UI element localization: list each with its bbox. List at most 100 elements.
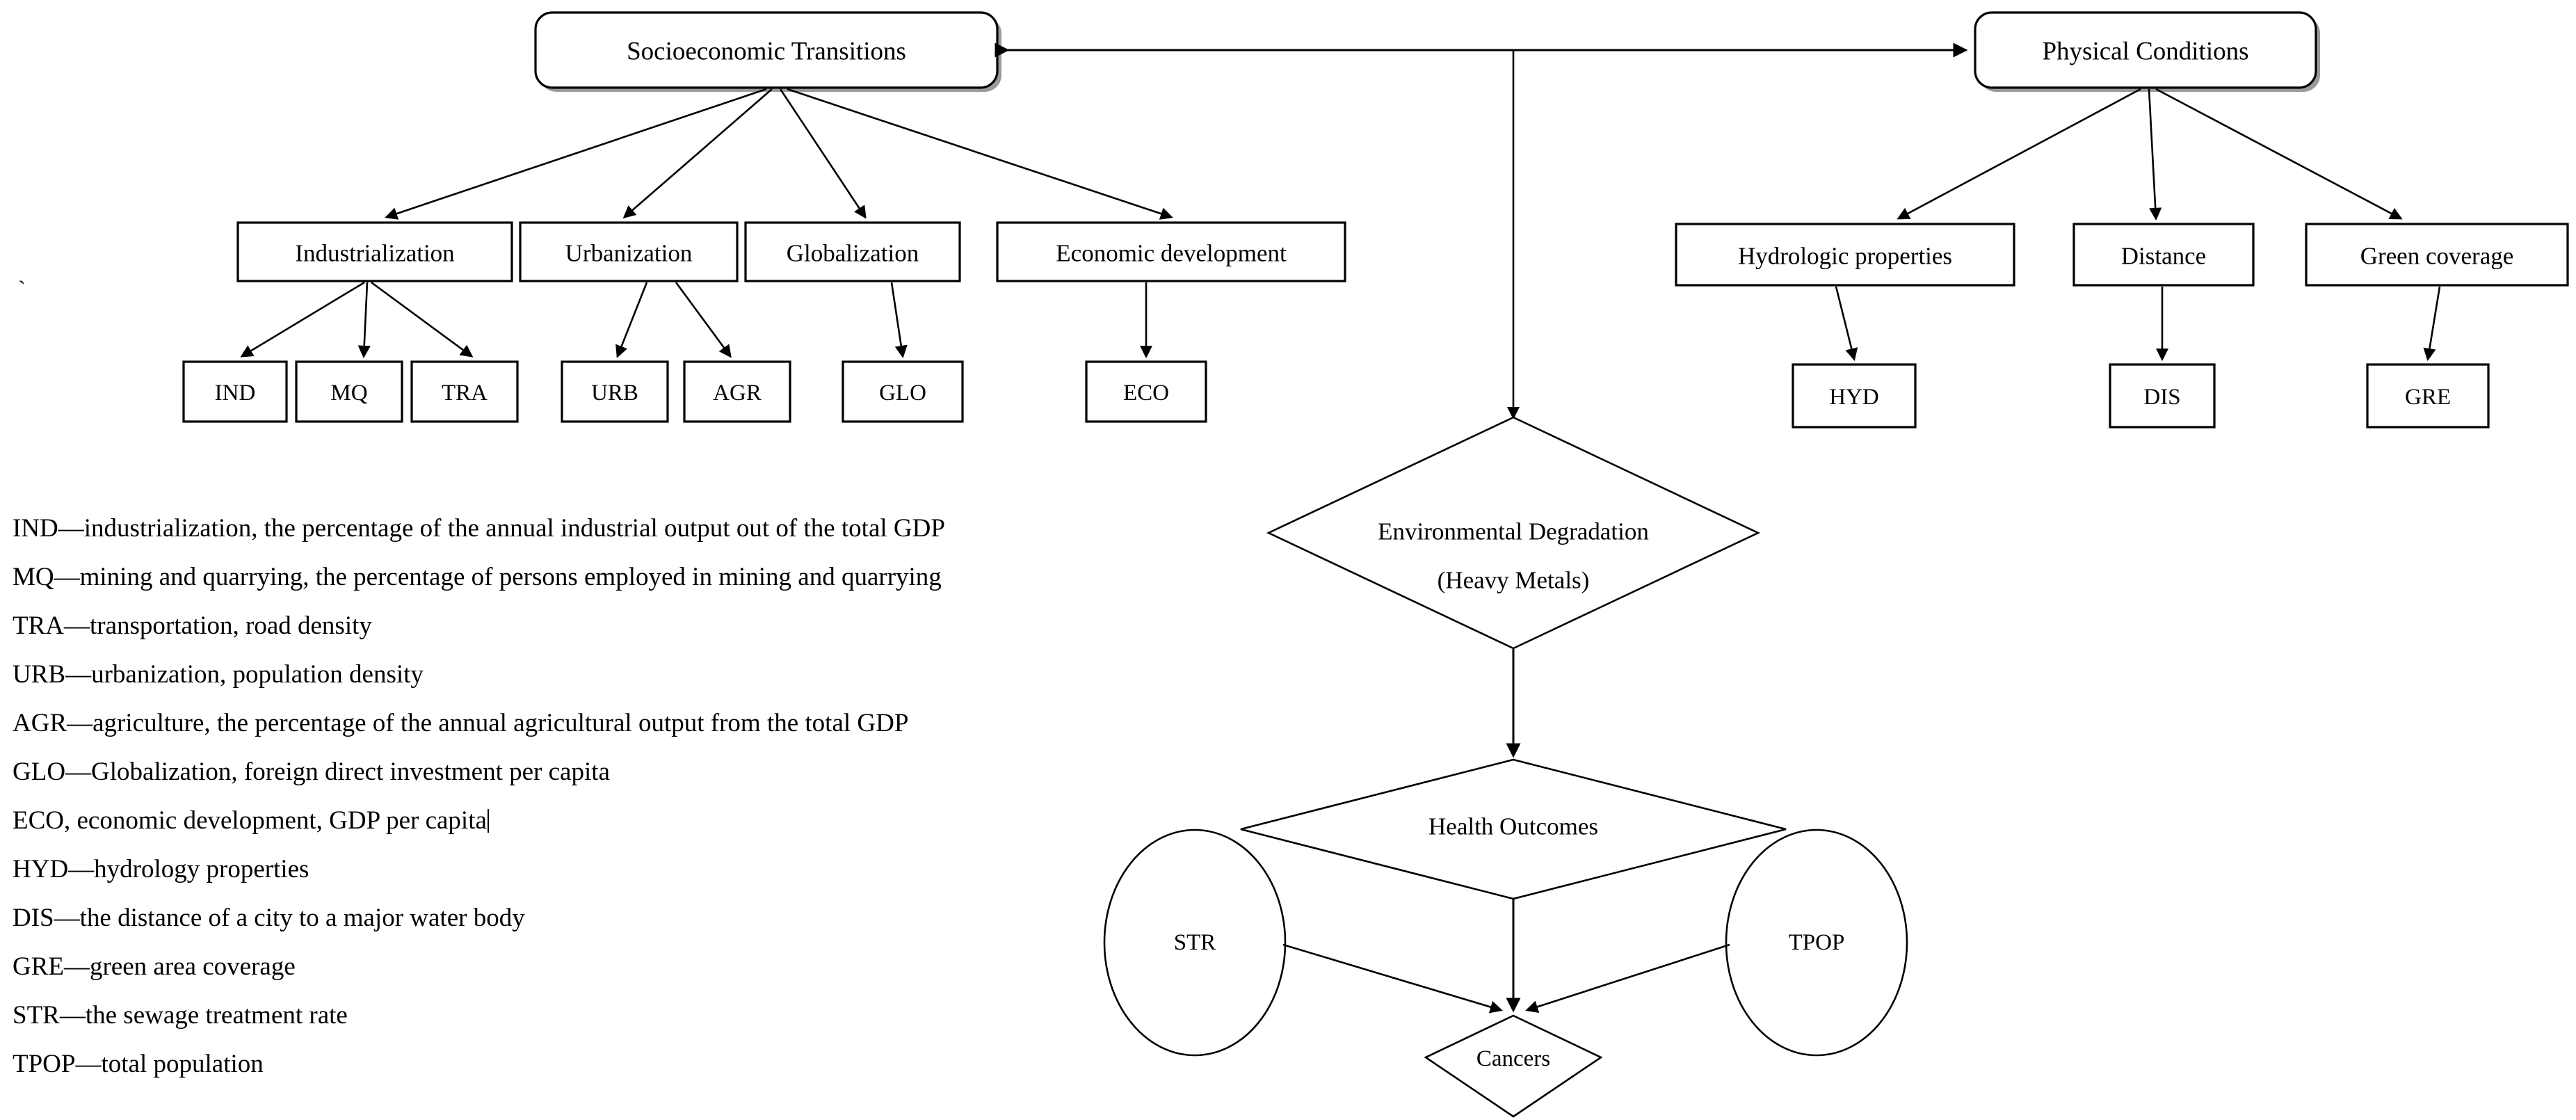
node-eco[interactable]: ECO — [1085, 360, 1207, 423]
node-mq[interactable]: MQ — [295, 360, 403, 423]
node-health-outcomes[interactable]: Health Outcomes — [1240, 758, 1787, 900]
node-hyd[interactable]: HYD — [1792, 363, 1917, 429]
green-coverage-label: Green coverage — [2360, 243, 2514, 270]
edge-physical-distance — [2148, 88, 2162, 221]
node-dis[interactable]: DIS — [2109, 363, 2216, 429]
physical-conditions-box — [1974, 11, 2317, 89]
globalization-label: Globalization — [787, 240, 919, 267]
legend-line: TRA—transportation, road density — [13, 611, 372, 640]
economic-development-box — [996, 221, 1346, 282]
node-industrialization[interactable]: Industrialization — [236, 221, 513, 282]
urbanization-label: Urbanization — [565, 240, 693, 267]
legend-line: IND—industrialization, the percentage of… — [13, 514, 945, 543]
node-distance[interactable]: Distance — [2072, 223, 2255, 287]
gre-box — [2366, 363, 2490, 429]
edge-socio-economic-development — [787, 88, 1173, 220]
edge-socio-urbanization — [622, 88, 773, 218]
node-physical-conditions[interactable]: Physical Conditions — [1974, 11, 2320, 92]
legend-line: TPOP—total population — [13, 1050, 264, 1078]
urbanization-box — [519, 221, 739, 282]
legend-line: URB—urbanization, population density — [13, 660, 424, 689]
physical-conditions-label: Physical Conditions — [2042, 38, 2248, 66]
tpop-ellipse — [1725, 829, 1908, 1057]
edge-physical-hydrologic — [1897, 88, 2141, 220]
eco-box — [1085, 360, 1207, 423]
tra-box — [410, 360, 519, 423]
urb-label: URB — [591, 381, 638, 406]
legend-line-text: ECO, economic development, GDP per capit… — [13, 806, 487, 835]
glo-box — [842, 360, 964, 423]
dis-box — [2109, 363, 2216, 429]
hyd-label: HYD — [1829, 385, 1879, 410]
cancers-diamond — [1424, 1014, 1603, 1118]
node-environmental-degradation[interactable]: Environmental Degradation (Heavy Metals) — [1266, 416, 1761, 650]
node-socioeconomic-transitions[interactable]: Socioeconomic Transitions — [534, 11, 1001, 92]
node-economic-development[interactable]: Economic development — [996, 221, 1346, 282]
edge-industrialization-tra — [371, 281, 474, 358]
cancers-label: Cancers — [1476, 1046, 1550, 1071]
edge-socio-industrialization — [385, 88, 767, 220]
node-agr[interactable]: AGR — [683, 360, 791, 423]
node-glo[interactable]: GLO — [842, 360, 964, 423]
str-label: STR — [1174, 930, 1216, 955]
legend-line-with-caret: ECO, economic development, GDP per capit… — [13, 797, 1278, 845]
node-gre[interactable]: GRE — [2366, 363, 2490, 429]
eco-label: ECO — [1123, 381, 1169, 406]
distance-label: Distance — [2121, 243, 2206, 270]
hyd-box — [1792, 363, 1917, 429]
legend-line: DIS—the distance of a city to a major wa… — [13, 904, 525, 932]
ind-box — [182, 360, 288, 423]
economic-development-label: Economic development — [1056, 240, 1287, 267]
node-hydrologic-properties[interactable]: Hydrologic properties — [1675, 223, 2015, 287]
industrialization-label: Industrialization — [295, 240, 454, 267]
environmental-degradation-label-line1: Environmental Degradation — [1378, 518, 1649, 545]
agr-label: AGR — [713, 381, 762, 406]
mq-label: MQ — [330, 381, 367, 406]
environmental-degradation-label-line2: (Heavy Metals) — [1438, 567, 1590, 594]
gre-label: GRE — [2405, 385, 2451, 410]
node-cancers[interactable]: Cancers — [1424, 1014, 1603, 1118]
edge-urbanization-urb — [615, 282, 648, 358]
green-coverage-box — [2305, 223, 2569, 287]
node-tpop[interactable]: TPOP — [1725, 829, 1908, 1057]
legend-line: GLO—Globalization, foreign direct invest… — [13, 758, 610, 786]
node-urb[interactable]: URB — [561, 360, 669, 423]
node-globalization[interactable]: Globalization — [744, 221, 961, 282]
abbreviation-legend: IND—industrialization, the percentage of… — [13, 504, 1278, 1089]
industrialization-box — [236, 221, 513, 282]
globalization-box — [744, 221, 961, 282]
node-str[interactable]: STR — [1103, 829, 1287, 1057]
distance-box — [2072, 223, 2255, 287]
hydrologic-properties-label: Hydrologic properties — [1738, 243, 1952, 270]
legend-line: HYD—hydrology properties — [13, 855, 309, 883]
node-green-coverage[interactable]: Green coverage — [2305, 223, 2569, 287]
glo-label: GLO — [879, 381, 926, 406]
node-urbanization[interactable]: Urbanization — [519, 221, 739, 282]
edge-industrialization-mq — [357, 282, 371, 359]
tpop-label: TPOP — [1789, 930, 1845, 955]
node-ind[interactable]: IND — [182, 360, 288, 423]
health-outcomes-label: Health Outcomes — [1428, 813, 1598, 840]
tra-label: TRA — [442, 381, 488, 406]
dis-label: DIS — [2143, 385, 2180, 410]
agr-box — [683, 360, 791, 423]
stray-tick-mark: ` — [18, 277, 26, 303]
edge-green-coverage-gre — [2423, 286, 2441, 361]
mq-box — [295, 360, 403, 423]
text-cursor — [487, 809, 489, 833]
edge-tpop-cancers — [1525, 943, 1730, 1013]
legend-line: GRE—green area coverage — [13, 952, 296, 981]
ind-label: IND — [215, 381, 256, 406]
edge-industrialization-ind — [240, 281, 365, 358]
urb-box — [561, 360, 669, 423]
legend-line: STR—the sewage treatment rate — [13, 1001, 348, 1030]
hydrologic-properties-box — [1675, 223, 2015, 287]
edge-physical-green-coverage — [2155, 88, 2403, 220]
legend-line: MQ—mining and quarrying, the percentage … — [13, 563, 942, 591]
edge-urbanization-agr — [675, 282, 732, 358]
edge-socio-globalization — [779, 88, 867, 219]
node-tra[interactable]: TRA — [410, 360, 519, 423]
legend-line: AGR—agriculture, the percentage of the a… — [13, 709, 909, 737]
